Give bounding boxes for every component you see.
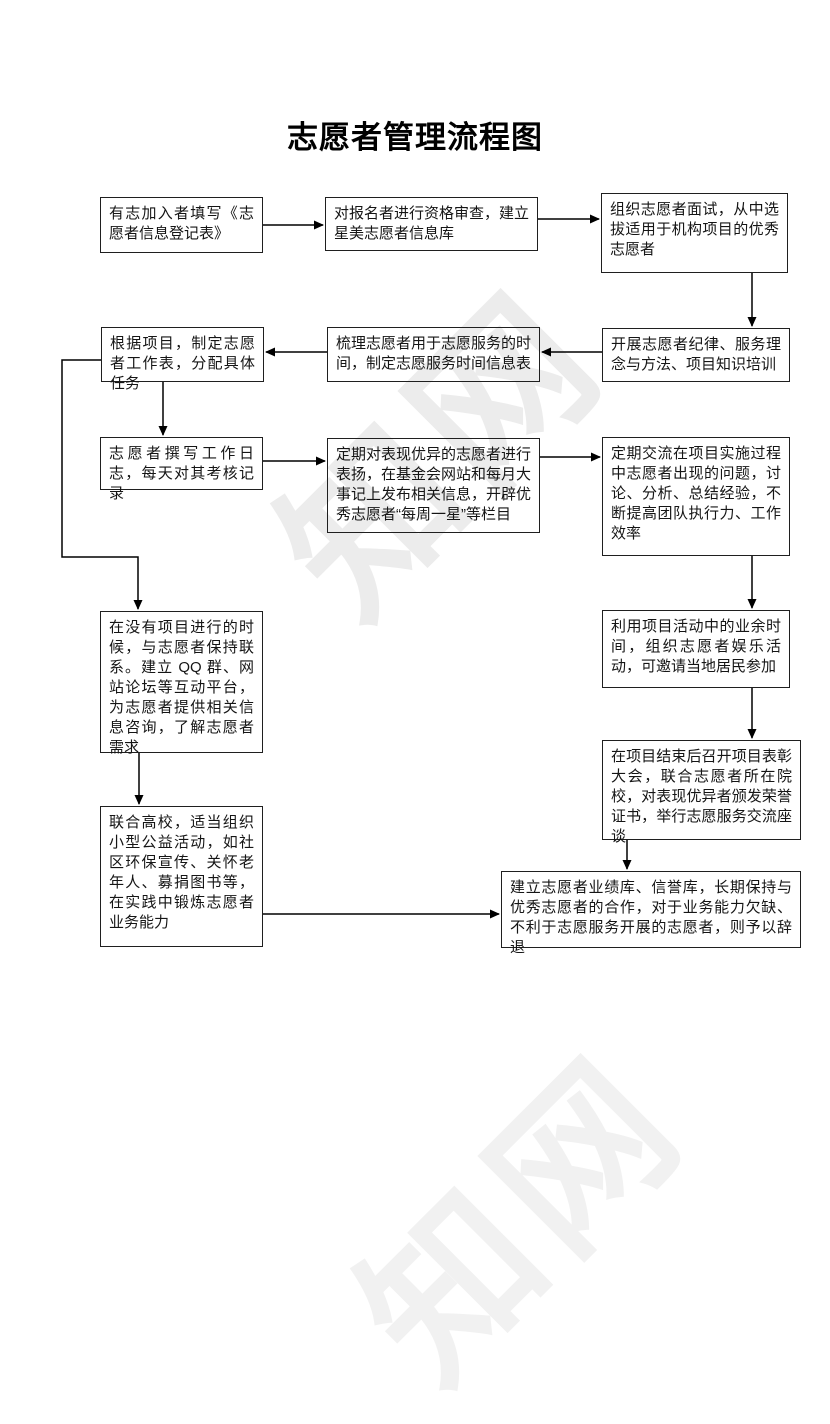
node-text: 开展志愿者纪律、服务理念与方法、项目知识培训 <box>611 336 781 373</box>
flow-node-public-welfare-activities: 联合高校，适当组织小型公益活动，如社区环保宣传、关怀老年人、募捐图书等，在实践中… <box>100 806 263 947</box>
flow-node-registration-form: 有志加入者填写《志愿者信息登记表》 <box>100 197 263 253</box>
node-text: 定期对表现优异的志愿者进行表扬，在基金会网站和每月大事记上发布相关信息，开辟优秀… <box>336 446 532 523</box>
flow-node-service-time-schedule: 梳理志愿者用于志愿服务的时间，制定志愿服务时间信息表 <box>327 327 540 382</box>
flow-node-qualification-review: 对报名者进行资格审查，建立星美志愿者信息库 <box>325 197 538 251</box>
flow-node-work-assignment: 根据项目，制定志愿者工作表，分配具体任务 <box>101 327 264 392</box>
flow-node-work-log: 志愿者撰写工作日志，每天对其考核记录 <box>100 437 263 502</box>
node-text: 对报名者进行资格审查，建立星美志愿者信息库 <box>334 205 530 242</box>
flow-node-recreation-activities: 利用项目活动中的业余时间，组织志愿者娱乐活动，可邀请当地居民参加 <box>602 610 790 688</box>
node-text: 组织志愿者面试，从中选拔适用于机构项目的优秀志愿者 <box>610 201 779 258</box>
flow-node-training: 开展志愿者纪律、服务理念与方法、项目知识培训 <box>602 328 790 382</box>
flow-node-interview-selection: 组织志愿者面试，从中选拔适用于机构项目的优秀志愿者 <box>601 193 788 273</box>
node-text: 志愿者撰写工作日志，每天对其考核记录 <box>109 445 254 502</box>
page-title: 志愿者管理流程图 <box>287 120 543 155</box>
flow-node-regular-communication: 定期交流在项目实施过程中志愿者出现的问题，讨论、分析、总结经验，不断提高团队执行… <box>602 437 790 556</box>
flow-node-performance-database: 建立志愿者业绩库、信誉库，长期保持与优秀志愿者的合作，对于业务能力欠缺、不利于志… <box>501 871 801 956</box>
connector-assignment-to-keep-contact <box>61 359 143 610</box>
node-text: 梳理志愿者用于志愿服务的时间，制定志愿服务时间信息表 <box>336 335 532 372</box>
node-text: 在项目结束后召开项目表彰大会，联合志愿者所在院校，对表现优异者颁发荣誉证书，举行… <box>611 748 792 845</box>
flow-node-recognition-publicity: 定期对表现优异的志愿者进行表扬，在基金会网站和每月大事记上发布相关信息，开辟优秀… <box>327 438 540 533</box>
flow-node-commendation-meeting: 在项目结束后召开项目表彰大会，联合志愿者所在院校，对表现优异者颁发荣誉证书，举行… <box>602 740 801 845</box>
flow-connectors <box>61 214 757 919</box>
node-text: 建立志愿者业绩库、信誉库，长期保持与优秀志愿者的合作，对于业务能力欠缺、不利于志… <box>510 879 792 956</box>
node-text: 定期交流在项目实施过程中志愿者出现的问题，讨论、分析、总结经验，不断提高团队执行… <box>611 445 781 542</box>
node-text: 联合高校，适当组织小型公益活动，如社区环保宣传、关怀老年人、募捐图书等，在实践中… <box>109 814 254 931</box>
flow-node-keep-contact: 在没有项目进行的时候，与志愿者保持联系。建立 QQ 群、网站论坛等互动平台，为志… <box>100 611 263 756</box>
node-text: 根据项目，制定志愿者工作表，分配具体任务 <box>110 335 255 392</box>
node-text: 利用项目活动中的业余时间，组织志愿者娱乐活动，可邀请当地居民参加 <box>611 618 781 675</box>
node-text: 在没有项目进行的时候，与志愿者保持联系。建立 QQ 群、网站论坛等互动平台，为志… <box>109 619 254 756</box>
node-text: 有志加入者填写《志愿者信息登记表》 <box>109 205 254 242</box>
